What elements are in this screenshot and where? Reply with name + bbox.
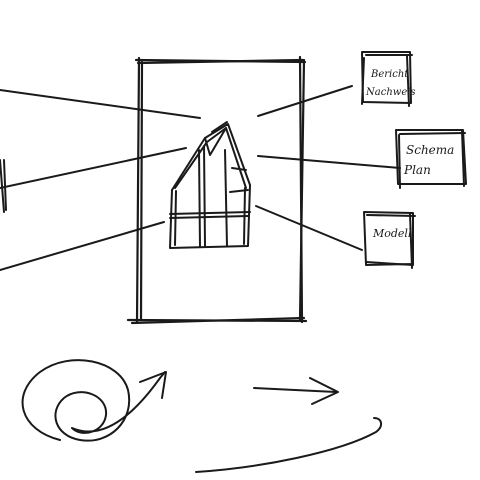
spiral-arrow-icon bbox=[21, 359, 167, 442]
bottom-curve bbox=[195, 417, 382, 473]
central-frame bbox=[126, 55, 308, 325]
label-schema-line2: Plan bbox=[403, 163, 431, 177]
house-model-icon bbox=[169, 121, 251, 249]
label-box-bericht bbox=[361, 51, 413, 107]
right-arrow-icon bbox=[253, 377, 339, 405]
label-schema-line1: Schema bbox=[406, 143, 454, 157]
label-modell: Modell bbox=[372, 227, 412, 240]
label-bericht-line1: Bericht bbox=[370, 69, 409, 80]
label-box-schema bbox=[395, 129, 467, 189]
label-bericht-line2: Nachweis bbox=[365, 87, 416, 98]
input-lines bbox=[0, 89, 201, 271]
label-box-modell bbox=[363, 211, 416, 269]
output-lines bbox=[255, 85, 401, 251]
